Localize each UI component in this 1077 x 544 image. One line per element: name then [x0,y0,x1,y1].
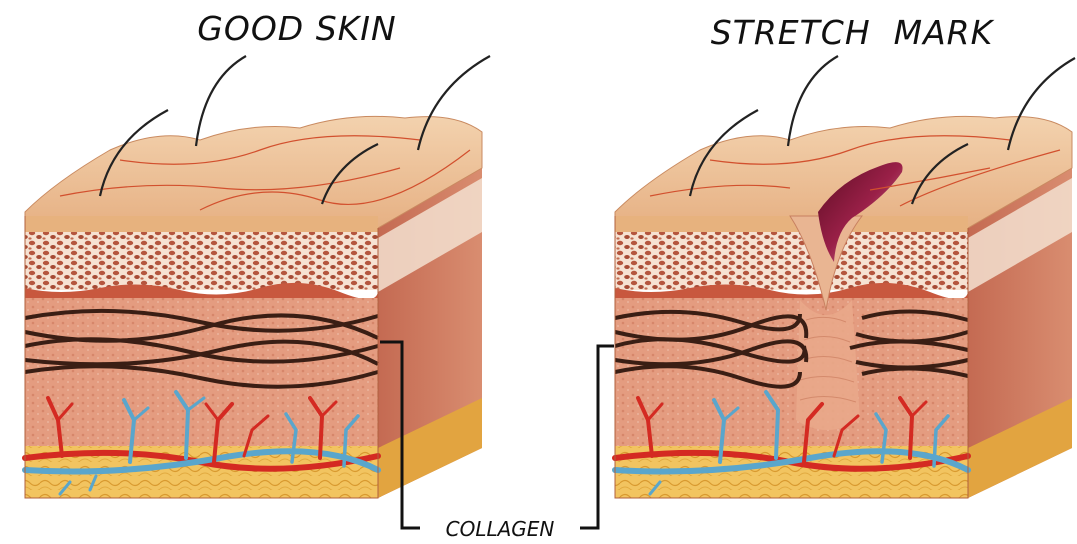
collagen-label: COLLAGEN [446,517,555,541]
collagen-bracket-right [580,346,614,528]
good-skin-title: GOOD SKIN [197,9,396,48]
good-skin-block [25,56,490,498]
stretch-mark-block [615,56,1075,498]
stretch-mark-scar-tissue [796,300,860,430]
stretch-mark-title: STRETCH MARK [711,13,995,52]
good-skin-epidermis [25,216,378,232]
good-skin-papillary-layer [25,232,378,290]
